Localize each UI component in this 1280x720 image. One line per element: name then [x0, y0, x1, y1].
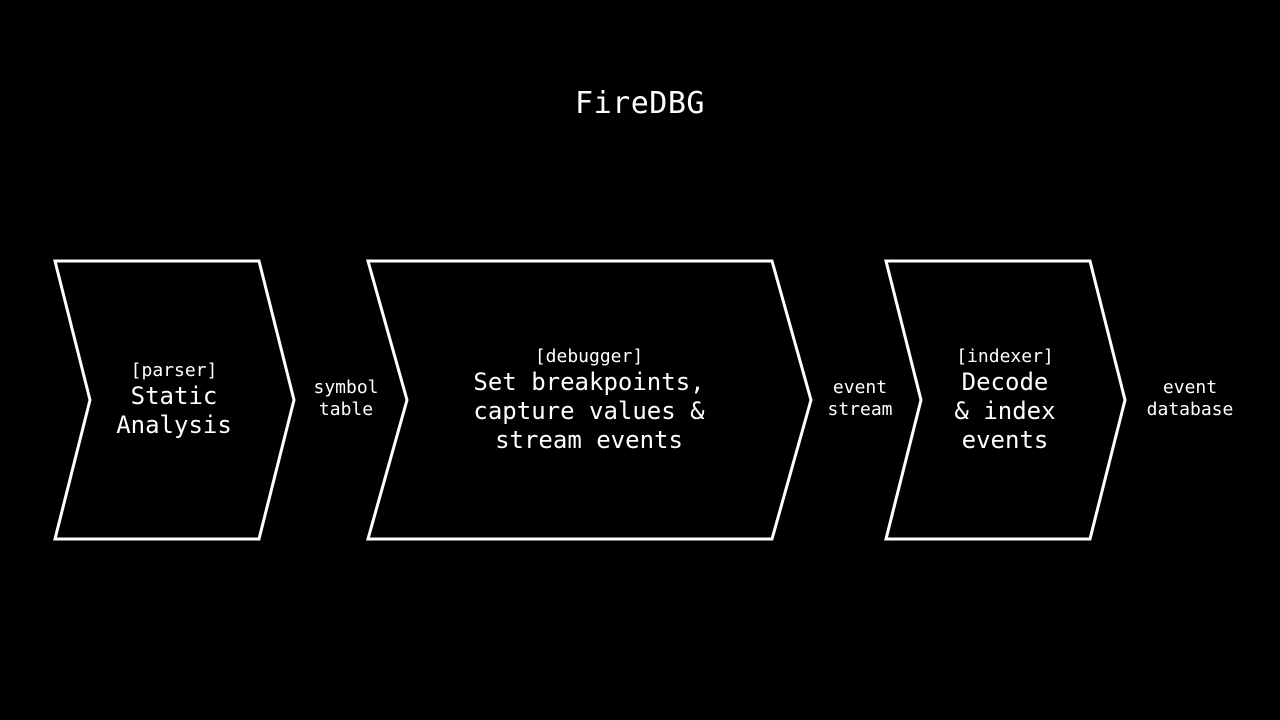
stage-indexer: [indexer] Decode & index events	[921, 261, 1089, 539]
stage-indexer-label-line-1: Decode	[961, 367, 1049, 396]
connector-symbol-table-line-2: table	[318, 399, 374, 420]
stage-parser-tag: [parser]	[130, 360, 218, 381]
diagram-title: FireDBG	[575, 86, 705, 121]
connector-event-stream-line-2: stream	[827, 399, 893, 420]
connector-event-stream: event stream	[813, 377, 907, 421]
connector-event-database: event database	[1130, 377, 1250, 421]
stage-parser: [parser] Static Analysis	[90, 261, 258, 539]
stage-debugger-label-line-3: stream events	[495, 425, 683, 454]
stage-indexer-chevron	[884, 259, 1127, 541]
stage-parser-chevron	[53, 259, 296, 541]
stage-debugger-label-line-2: capture values &	[473, 396, 705, 425]
stage-debugger: [debugger] Set breakpoints, capture valu…	[407, 261, 771, 539]
connector-event-database-line-1: event	[1162, 377, 1218, 398]
stage-debugger-chevron	[366, 259, 813, 541]
stage-debugger-tag: [debugger]	[534, 345, 644, 367]
stage-debugger-label-line-1: Set breakpoints,	[473, 367, 705, 396]
stage-indexer-label-line-3: events	[961, 425, 1049, 454]
connector-symbol-table: symbol table	[296, 377, 396, 421]
connector-symbol-table-line-1: symbol	[313, 377, 379, 398]
connector-event-database-line-2: database	[1146, 399, 1234, 420]
stage-indexer-label-line-2: & index	[954, 396, 1056, 425]
stage-parser-label-line-1: Static	[130, 382, 218, 410]
stage-parser-label-line-2: Analysis	[116, 411, 232, 439]
connector-event-stream-line-1: event	[832, 377, 888, 398]
stage-indexer-tag: [indexer]	[956, 345, 1054, 367]
